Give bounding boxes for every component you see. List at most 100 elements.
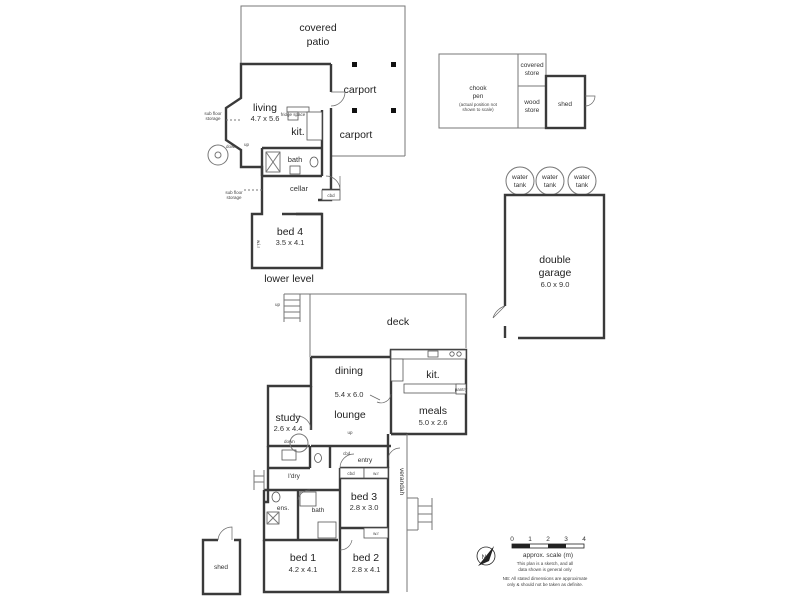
- deck-label: deck: [387, 316, 410, 328]
- wir-label: w.i.r: [256, 240, 261, 249]
- tank-1-line-2: tank: [514, 182, 527, 189]
- wood-store-2: store: [525, 107, 540, 114]
- cellar-label: cellar: [290, 184, 308, 193]
- door-swing: [297, 489, 311, 501]
- tank-1-line-1: water: [511, 174, 529, 181]
- covered-store-1: covered: [520, 62, 544, 69]
- scale-note-2: data shown is general only: [518, 567, 572, 572]
- cooktop-burner: [449, 351, 455, 357]
- door-swing: [330, 91, 346, 107]
- door-swing: [369, 393, 392, 404]
- chook-label-2: pen: [473, 93, 484, 100]
- lower-up-label: up: [244, 142, 250, 147]
- door-swing: [584, 95, 596, 107]
- outbuildings: chook pen (actual position not shown to …: [201, 53, 606, 596]
- carport-upper-label: carport: [344, 84, 377, 96]
- tank-3-line-1: water: [573, 174, 591, 181]
- carport-post: [352, 62, 357, 67]
- scale-note-1: This plan is a sketch, and all: [517, 561, 574, 566]
- north-arrow-pointer-icon: [478, 546, 494, 566]
- basin: [289, 165, 301, 175]
- lower-level: covered patio carport carport cbd down u…: [204, 5, 406, 285]
- ldry-wall: [264, 446, 270, 504]
- lower-cbd-label: cbd: [327, 193, 335, 198]
- shed-bottom-outline: [201, 538, 242, 596]
- living-dimensions: 4.7 x 5.6: [251, 114, 280, 123]
- kitchen-bench: [306, 111, 323, 141]
- meals-label: meals: [419, 405, 447, 417]
- bath-tub: [317, 521, 337, 539]
- living-label: living: [253, 102, 277, 114]
- door-swing: [296, 415, 312, 431]
- laundry-tub: [281, 449, 297, 461]
- water-tank: [505, 166, 535, 196]
- tank-2-line-1: water: [541, 174, 559, 181]
- scale-tick-0: 0: [510, 536, 514, 543]
- covered-patio-outline: [240, 5, 406, 156]
- upper-down-label: down: [284, 439, 295, 444]
- door-swing: [325, 175, 341, 191]
- cbd-box: [321, 189, 341, 201]
- bed3-cbd-label: cbd: [347, 471, 355, 476]
- upper-kitchen-label: kit.: [426, 369, 439, 381]
- sink: [427, 350, 439, 358]
- lower-level-label: lower level: [264, 273, 314, 285]
- shed-label: shed: [558, 101, 572, 108]
- scale-note-3: NB: All stated dimensions are approximat…: [503, 576, 588, 581]
- fridge-space: [287, 111, 299, 121]
- scale-tick-3: 3: [564, 536, 568, 543]
- cooktop-burner: [456, 351, 462, 357]
- bed2-dimensions: 2.8 x 4.1: [352, 565, 381, 574]
- dining-label: dining: [335, 365, 363, 377]
- study-label: study: [275, 412, 301, 424]
- spiral-stair-core: [214, 151, 222, 159]
- garage-dimensions: 6.0 x 9.0: [541, 280, 570, 289]
- water-tank: [567, 166, 597, 196]
- scale-bar-segment: [512, 544, 530, 548]
- garage-label-1: double: [539, 254, 571, 266]
- bed3-label: bed 3: [351, 491, 377, 503]
- door-swing: [217, 526, 233, 541]
- tank-2-line-2: tank: [544, 182, 557, 189]
- subfloor-storage-a-1: sub floor: [204, 111, 222, 116]
- toilet: [271, 491, 281, 503]
- verandah-stairs: [407, 497, 433, 531]
- scale-bar: 0 1 2 3 4 approx. scale (m) This plan is…: [476, 536, 588, 587]
- covered-store-2: store: [525, 70, 540, 77]
- scale-tick-4: 4: [582, 536, 586, 543]
- garage-label-2: garage: [539, 267, 572, 279]
- fridge: [390, 358, 404, 382]
- dining-dimensions: 5.4 x 6.0: [335, 390, 364, 399]
- pantry-label: pantry: [455, 387, 468, 392]
- wood-store-1: wood: [523, 99, 540, 106]
- spiral-stair: [207, 144, 229, 166]
- subfloor-storage-b-2: storage: [226, 195, 242, 200]
- spiral-stair-upper: [289, 433, 309, 453]
- toilet: [309, 156, 319, 168]
- door-swing: [492, 305, 506, 319]
- tank-3-line-2: tank: [576, 182, 589, 189]
- covered-patio-label-2: patio: [307, 36, 330, 48]
- ldry-label: l'dry: [288, 473, 300, 480]
- lower-bath-label: bath: [288, 155, 303, 164]
- lower-outer-wall: [224, 62, 331, 200]
- north-label: N: [482, 554, 487, 561]
- study-dimensions: 2.6 x 4.4: [274, 424, 303, 433]
- upper-up-label: up: [347, 430, 353, 435]
- shed-outline: [544, 74, 587, 130]
- kitchen-island: [403, 383, 461, 394]
- covered-patio-label-1: covered: [299, 22, 337, 34]
- lower-kitchen-label: kit.: [291, 126, 304, 138]
- upper-bath-label: bath: [312, 507, 325, 514]
- ens-label: ens.: [277, 505, 289, 512]
- water-tank: [535, 166, 565, 196]
- fridge-label: fridge space: [281, 112, 306, 117]
- carport-post: [391, 108, 396, 113]
- bed3-dimensions: 2.8 x 3.0: [350, 503, 379, 512]
- lower-down-label: down: [226, 144, 237, 149]
- scale-tick-2: 2: [546, 536, 550, 543]
- bed3-wr-label: w.r: [373, 471, 379, 476]
- door-swing: [387, 447, 401, 461]
- entry-label: entry: [358, 457, 373, 464]
